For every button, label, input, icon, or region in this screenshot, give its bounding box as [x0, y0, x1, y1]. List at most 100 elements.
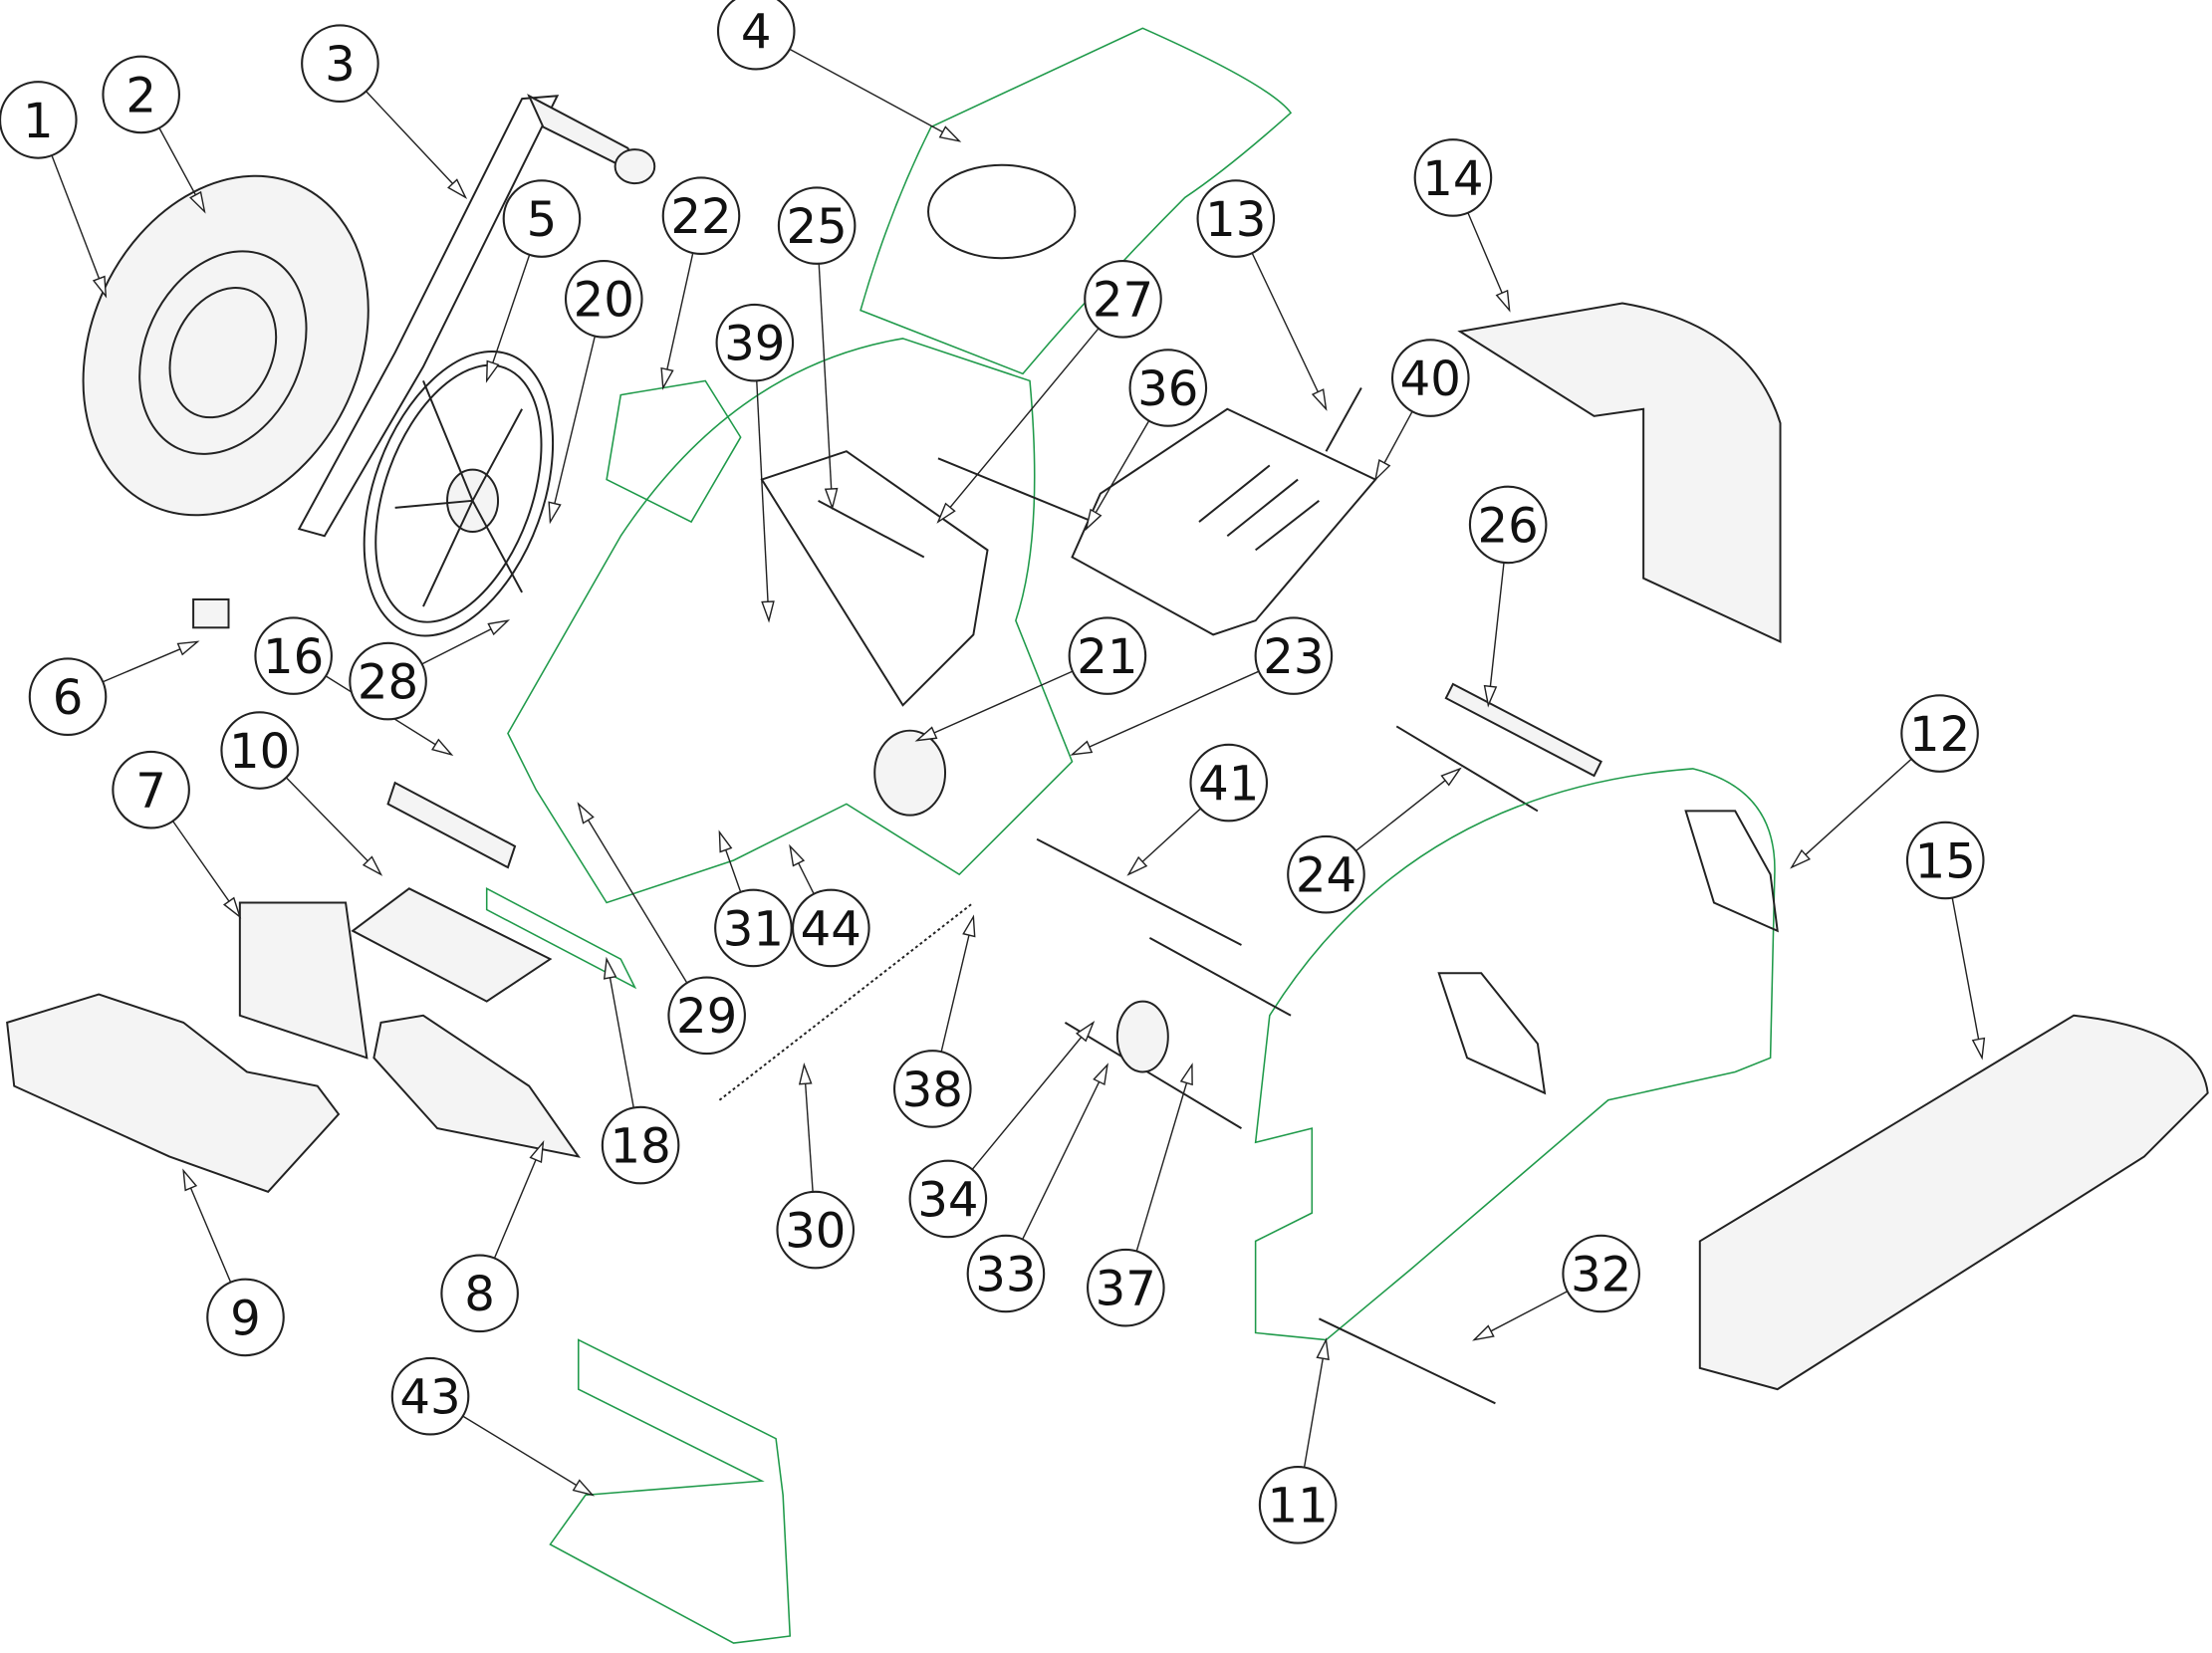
leader-line: [1072, 670, 1260, 756]
callout-bubble: [892, 1050, 972, 1128]
callout-number: 8: [464, 1267, 495, 1322]
callout-bubble: [966, 1234, 1046, 1313]
callout-32: 32: [1472, 1234, 1640, 1341]
arrowhead-icon: [362, 855, 383, 876]
callout-41: 41: [1126, 743, 1269, 876]
leader-line: [1951, 897, 1983, 1059]
callout-bubble: [1128, 349, 1208, 427]
callout-21: 21: [914, 616, 1147, 742]
arrowhead-icon: [798, 1062, 813, 1085]
callout-3: 3: [301, 24, 468, 200]
callout-number: 12: [1909, 707, 1970, 763]
part-lower-left-assembly: [6, 887, 582, 1193]
leader-line: [1135, 1064, 1193, 1252]
arrowhead-icon: [1472, 1324, 1495, 1341]
arrowhead-icon: [660, 366, 674, 390]
callout-bubble: [349, 641, 427, 721]
callout-number: 24: [1296, 848, 1356, 904]
callout-6: 6: [28, 640, 200, 736]
callout-number: 40: [1400, 352, 1461, 407]
leader-line: [486, 254, 531, 381]
arrowhead-icon: [1085, 508, 1103, 532]
callout-bubble: [220, 711, 299, 790]
arrowhead-icon: [789, 843, 806, 867]
callout-22: 22: [660, 176, 741, 390]
callout-number: 41: [1198, 757, 1259, 813]
arrowhead-icon: [182, 1168, 198, 1192]
arrowhead-icon: [1790, 848, 1812, 869]
callout-20: 20: [548, 259, 643, 525]
part-pulley: [873, 729, 947, 817]
callout-bubble: [661, 176, 741, 256]
callout-number: 22: [670, 189, 731, 245]
callout-number: 38: [902, 1063, 963, 1118]
callout-bubble: [1084, 259, 1162, 339]
part-knob: [192, 597, 230, 629]
callout-27: 27: [936, 259, 1162, 524]
callout-number: 10: [229, 724, 290, 780]
callout-bubble: [301, 24, 379, 104]
callout-number: 31: [723, 901, 784, 957]
leader-line: [1487, 562, 1505, 706]
callout-number: 43: [399, 1370, 460, 1426]
callout-number: 7: [135, 764, 166, 820]
callout-bubble: [112, 750, 190, 829]
callout-11: 11: [1258, 1337, 1338, 1544]
arrowhead-icon: [176, 640, 200, 656]
leader-line: [1303, 1339, 1328, 1468]
callout-number: 21: [1077, 629, 1137, 685]
callout-number: 5: [527, 192, 558, 248]
arrowhead-icon: [1070, 740, 1094, 756]
callout-bubble: [1900, 694, 1979, 773]
part-shaft: [1036, 837, 1292, 1017]
callout-bubble: [254, 616, 333, 695]
leader-line: [662, 252, 694, 388]
callout-number: 18: [610, 1119, 670, 1175]
callout-7: 7: [112, 750, 242, 919]
callout-number: 30: [785, 1204, 846, 1260]
callout-bubble: [777, 186, 857, 265]
callout-number: 25: [787, 199, 848, 255]
callout-bubble: [1189, 743, 1269, 823]
arrowhead-icon: [1373, 459, 1391, 482]
callout-2: 2: [102, 55, 206, 214]
leader-line: [756, 380, 770, 621]
callout-15: 15: [1905, 821, 1986, 1061]
callout-number: 23: [1263, 629, 1324, 685]
callout-bubble: [1287, 834, 1365, 914]
arrowhead-icon: [548, 501, 562, 525]
arrowhead-icon: [1495, 289, 1511, 313]
part-reel-hub: [363, 351, 555, 637]
callout-number: 16: [263, 629, 324, 685]
arrowhead-icon: [222, 896, 242, 919]
arrowhead-icon: [1179, 1063, 1193, 1086]
callout-bubble: [1905, 821, 1985, 900]
arrowhead-icon: [529, 1140, 545, 1164]
callout-34: 34: [908, 1021, 1096, 1239]
callout-number: 14: [1422, 151, 1483, 207]
callout-40: 40: [1373, 339, 1470, 482]
callout-number: 2: [125, 68, 156, 123]
callout-24: 24: [1287, 767, 1462, 914]
callout-14: 14: [1413, 138, 1511, 313]
arrowhead-icon: [1126, 855, 1148, 876]
part-foot-cover: [1698, 1014, 2209, 1391]
leader-line: [818, 263, 834, 508]
callout-1: 1: [0, 81, 108, 299]
callout-number: 37: [1096, 1262, 1156, 1317]
arrowhead-icon: [189, 190, 206, 214]
arrowhead-icon: [936, 502, 956, 524]
leader-line: [578, 803, 688, 984]
callout-31: 31: [714, 829, 793, 968]
callout-33: 33: [966, 1063, 1108, 1313]
part-top-cover: [860, 27, 1293, 375]
callout-number: 9: [230, 1291, 261, 1346]
callout-bubble: [1468, 485, 1548, 565]
parts-drawing: [6, 27, 2209, 1644]
callout-bubble: [564, 259, 643, 339]
arrowhead-icon: [1075, 1021, 1096, 1043]
callout-number: 15: [1915, 833, 1976, 889]
arrowhead-icon: [1316, 1337, 1330, 1361]
